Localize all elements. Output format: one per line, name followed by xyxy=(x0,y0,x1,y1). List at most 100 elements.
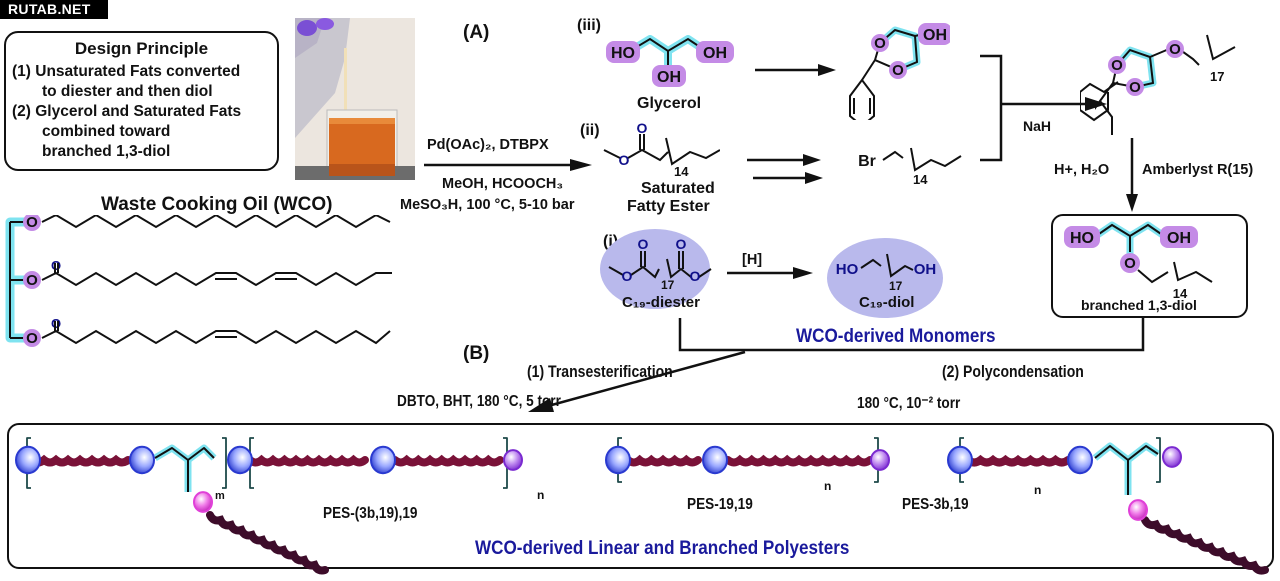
svg-text:OH: OH xyxy=(1167,230,1191,247)
deprotection-conditions-right: Amberlyst R(15) xyxy=(1142,162,1254,178)
svg-text:HO: HO xyxy=(1070,230,1094,247)
branched-diol-box xyxy=(1051,214,1248,318)
design-principle-box: Design Principle (1) Unsaturated Fats co… xyxy=(4,31,279,171)
wco-title: Waste Cooking Oil (WCO) xyxy=(101,194,333,215)
c19-diester-structure: O O O O 17 xyxy=(600,229,712,309)
polyesters-title: WCO-derived Linear and Branched Polyeste… xyxy=(475,538,850,559)
polymer-name-pes-3b19-19: PES-(3b,19),19 xyxy=(323,505,418,522)
end-group-bead xyxy=(503,449,523,471)
acetal-oxygen: O xyxy=(874,35,886,52)
saturated-ester-name-line1: Saturated xyxy=(641,180,715,197)
hydrogenation-arrow xyxy=(727,267,813,279)
branched-diol-name: branched 1,3-diol xyxy=(1081,297,1197,313)
step2-label: (2) Polycondensation xyxy=(942,363,1084,381)
acetal-oxygen: O xyxy=(892,62,904,79)
benzylidene-acetal-structure: O O OH xyxy=(849,23,950,120)
branch-backbone-highlight xyxy=(1092,442,1160,495)
hydrogenation-label: [H] xyxy=(742,252,763,268)
c19-diol-name: C₁₉-diol xyxy=(859,294,915,311)
ester-bead xyxy=(370,445,396,475)
polyester-chain xyxy=(391,454,504,467)
step1-conditions: DBTO, BHT, 180 °C, 5 torr xyxy=(397,393,561,410)
repeat-subscript-m: m xyxy=(215,490,225,502)
wco-triglyceride-structure: O O O O O O xyxy=(5,215,392,347)
polyester-chain xyxy=(246,454,369,467)
repeat-count: 17 xyxy=(661,278,675,292)
svg-text:O: O xyxy=(26,272,38,289)
polyester-chain xyxy=(964,454,1072,467)
polyester-chain xyxy=(724,454,874,467)
hydroxyl-label: OH xyxy=(657,69,681,86)
ester-bead xyxy=(702,445,728,475)
design-principle-line: combined toward xyxy=(42,123,171,140)
carbonylation-conditions-line2: MeOH, HCOOCH₃ xyxy=(442,176,564,192)
ester-oxygen: O xyxy=(23,329,41,347)
svg-text:O: O xyxy=(690,268,701,284)
step1-label: (1) Transesterification xyxy=(527,363,673,381)
ester-bead xyxy=(1067,445,1093,475)
design-principle-title: Design Principle xyxy=(74,39,209,58)
carbonylation-arrow xyxy=(424,159,592,171)
ether-bead xyxy=(1128,499,1148,521)
svg-text:O: O xyxy=(26,330,38,347)
repeat-count: 14 xyxy=(1173,286,1188,300)
svg-text:O: O xyxy=(1169,41,1181,58)
alkyl-bromide-structure: Br 14 xyxy=(858,147,962,185)
ester-bead xyxy=(947,445,973,475)
end-group-bead xyxy=(1162,446,1182,468)
svg-text:O: O xyxy=(622,268,633,284)
svg-text:O: O xyxy=(619,152,630,168)
combine-bracket-arrow xyxy=(980,54,1107,162)
ester-bead xyxy=(605,445,631,475)
c19-diol-structure: HO OH 17 xyxy=(827,238,943,318)
ester-bead xyxy=(129,445,155,475)
c19-diester-name: C₁₉-diester xyxy=(622,294,700,311)
repeat-count: 17 xyxy=(889,279,903,293)
section-a-label: (A) xyxy=(463,22,490,43)
repeat-bracket xyxy=(1156,437,1161,483)
svg-text:O: O xyxy=(1129,79,1141,96)
carbonylation-conditions-line3: MeSO₃H, 100 °C, 5-10 bar xyxy=(400,197,575,213)
design-principle-line: to diester and then diol xyxy=(42,83,213,100)
protected-ether-structure: O O O 17 xyxy=(1095,34,1236,135)
branch-backbone xyxy=(154,447,215,492)
svg-text:O: O xyxy=(637,120,648,136)
branch-backbone xyxy=(1094,445,1159,495)
phenyl-ring xyxy=(1080,81,1119,122)
polymer-name-pes-19-19: PES-19,19 xyxy=(687,496,753,513)
saturated-ester-structure: O O 14 xyxy=(603,120,720,179)
ester-oxygen: O xyxy=(23,215,41,231)
branch-backbone-highlight xyxy=(153,444,217,492)
repeat-count: 17 xyxy=(1210,69,1224,84)
reaction-arrow xyxy=(755,64,836,76)
side-chain xyxy=(206,511,329,575)
svg-text:O: O xyxy=(1124,255,1136,272)
design-principle-line: (2) Glycerol and Saturated Fats xyxy=(12,103,242,120)
repeat-bracket xyxy=(222,437,227,489)
svg-text:Br: Br xyxy=(858,153,876,170)
ester-bead xyxy=(227,445,253,475)
glycerol-structure: HO OH OH xyxy=(606,35,734,87)
polymerization-arrow xyxy=(528,350,746,412)
polyester-chain xyxy=(624,454,702,467)
svg-text:OH: OH xyxy=(914,261,937,278)
ether-bead xyxy=(193,491,213,513)
polyester-chain xyxy=(28,454,132,467)
repeat-subscript-n: n xyxy=(824,479,831,493)
saturated-ester-name-line2: Fatty Ester xyxy=(627,198,710,215)
polymer-name-pes-3b-19: PES-3b,19 xyxy=(902,496,969,513)
section-b-label: (B) xyxy=(463,343,490,364)
repeat-subscript-n: n xyxy=(537,488,544,502)
nah-reagent: NaH xyxy=(1023,118,1052,134)
multistep-arrow xyxy=(747,154,823,184)
step-iii-label: (iii) xyxy=(577,17,601,34)
hydroxyl-label: OH xyxy=(923,27,947,44)
polyester-cartoons: m n n n xyxy=(15,437,1269,575)
waste-oil-photo xyxy=(295,18,415,180)
branched-diol-structure: HO OH O 14 xyxy=(1064,221,1213,300)
watermark: RUTAB.NET xyxy=(0,0,108,19)
step-ii-label: (ii) xyxy=(580,122,600,139)
svg-text:O: O xyxy=(638,236,649,252)
repeat-count: 14 xyxy=(674,164,689,179)
repeat-subscript-n: n xyxy=(1034,483,1041,497)
